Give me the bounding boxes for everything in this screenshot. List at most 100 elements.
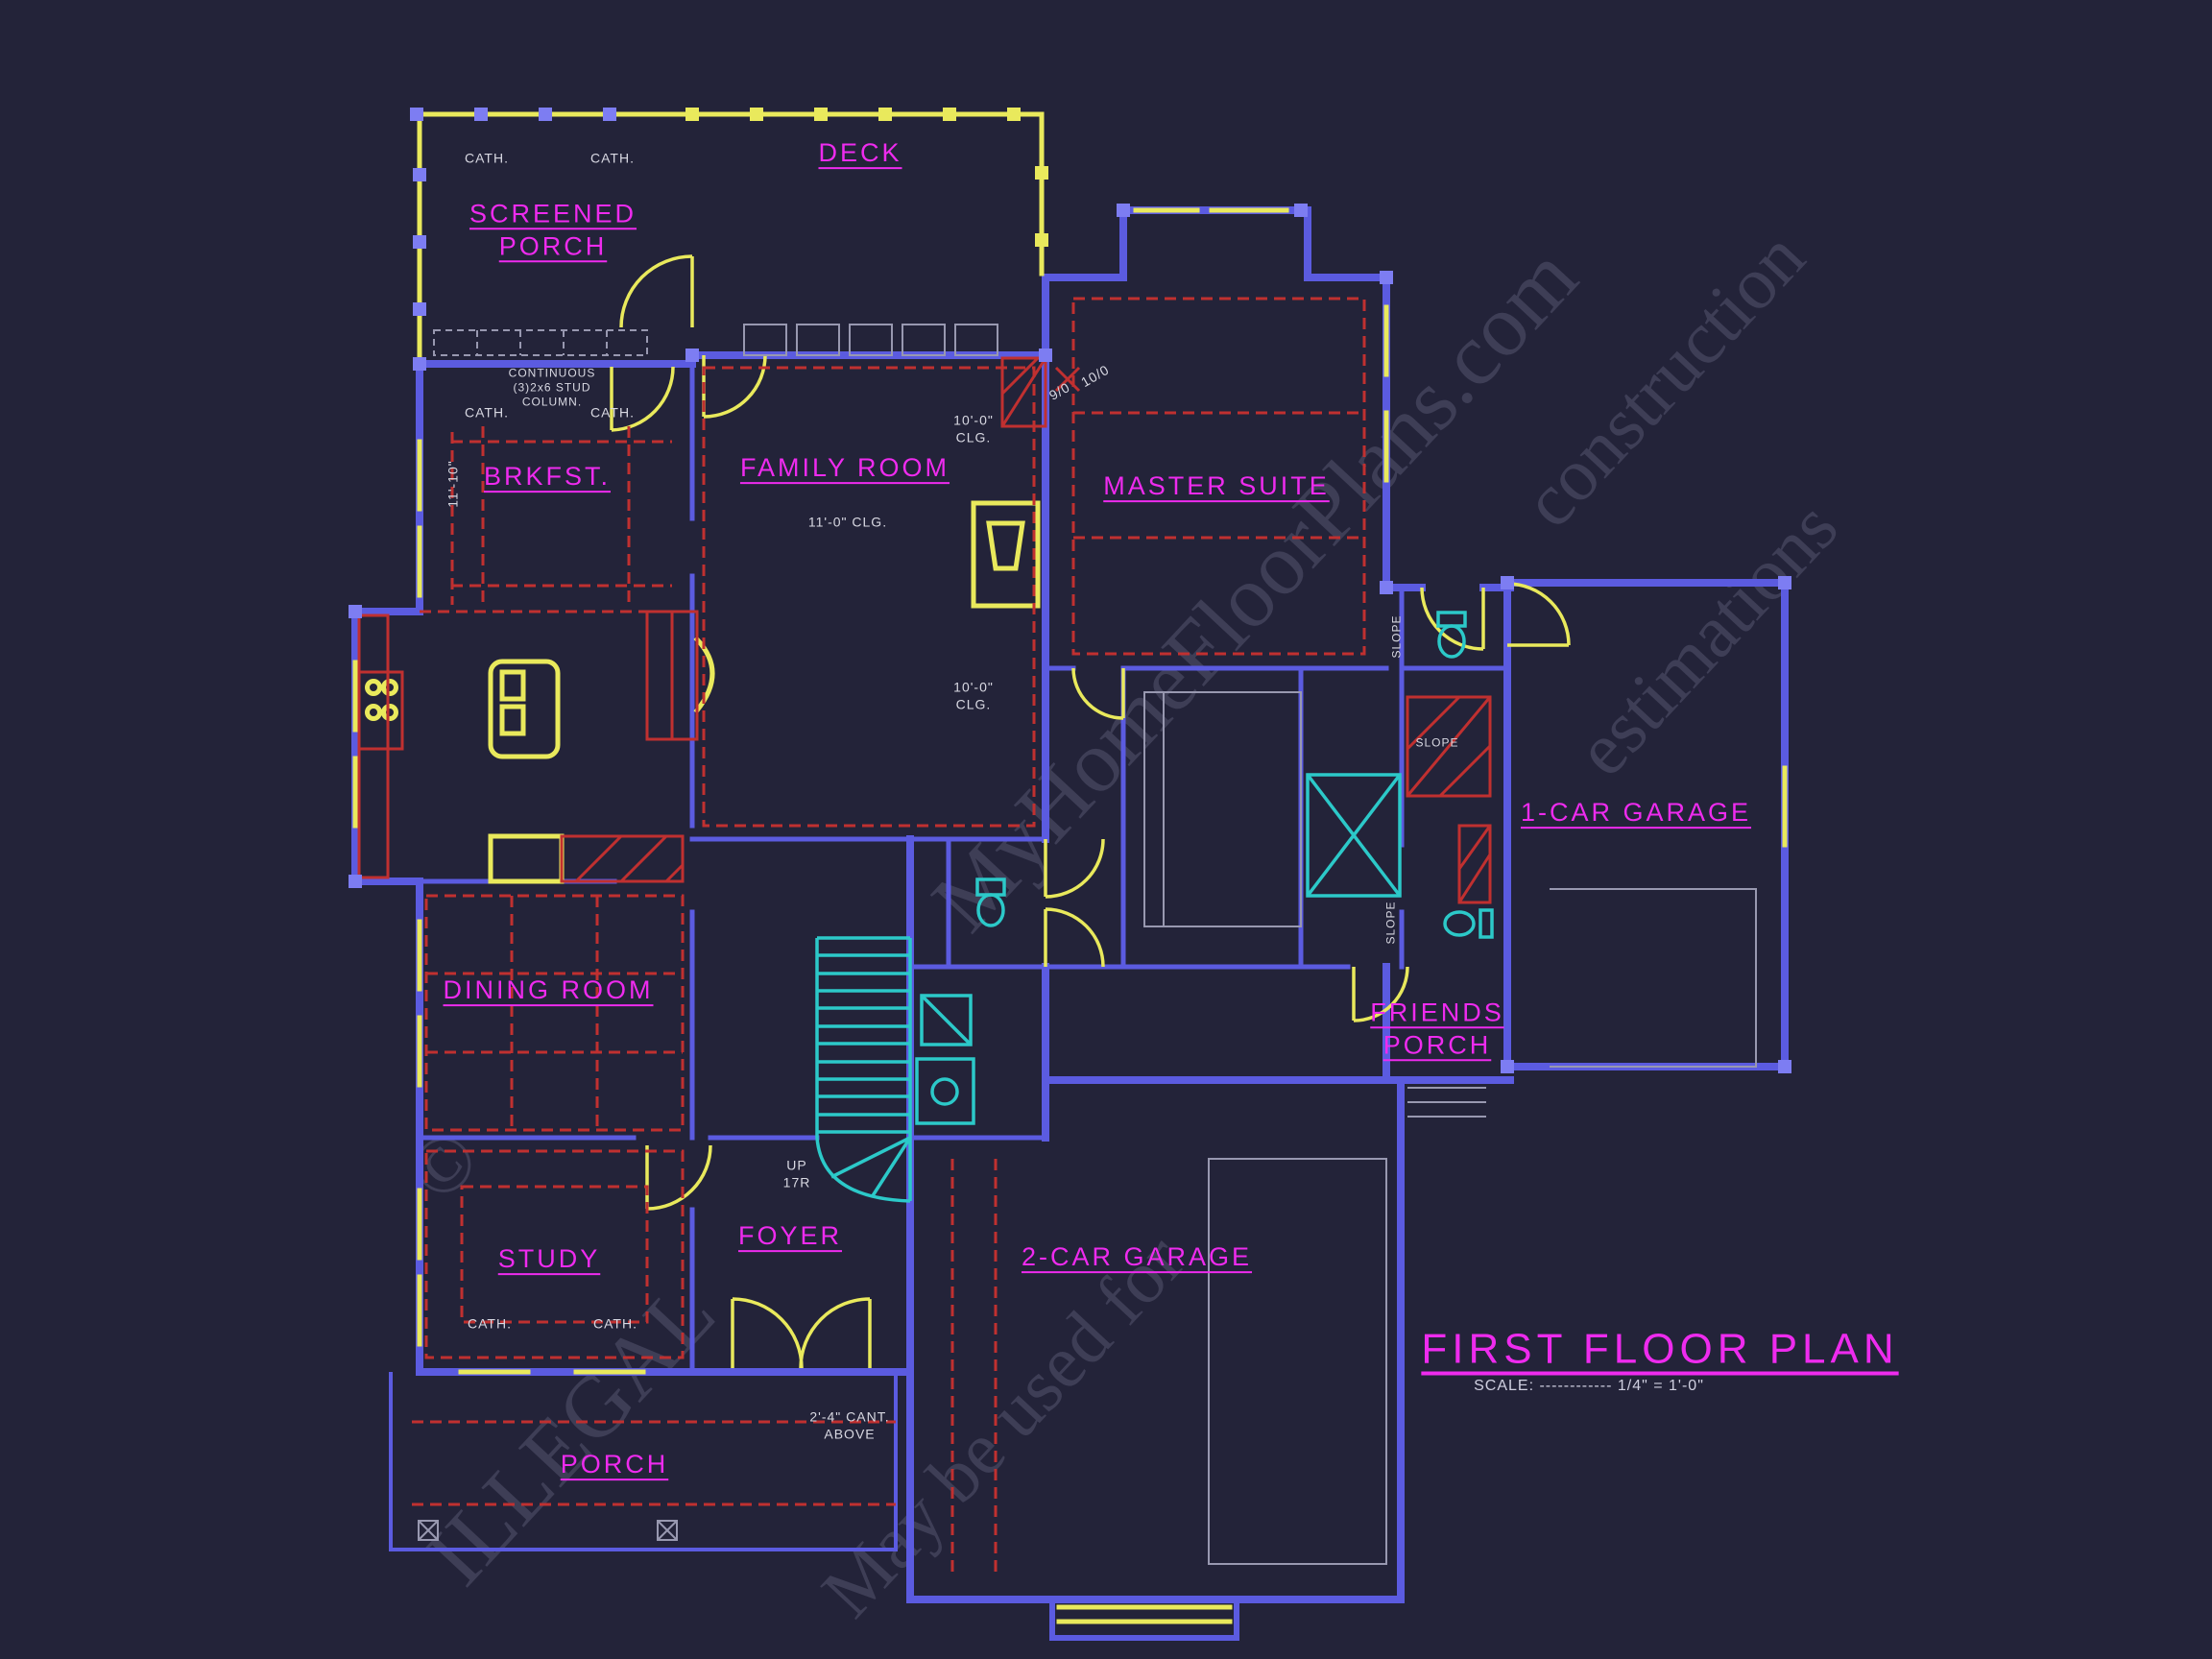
room-label-foyer: FOYER — [737, 1221, 843, 1251]
kitchen-island — [488, 659, 561, 759]
brkfst-ceiling-grid — [420, 426, 692, 613]
screened-porch-door-arc — [619, 254, 694, 328]
window-segments — [352, 207, 1788, 1375]
laundry-sink — [915, 1057, 975, 1125]
room-label-brkfst: BRKFST. — [483, 462, 612, 492]
room-label-dining-room: DINING ROOM — [443, 975, 654, 1005]
door-arcs-layer — [610, 254, 1571, 1369]
cath-note-6: CATH. — [593, 1315, 637, 1332]
room-label-deck: DECK — [818, 138, 902, 168]
garage-door-lines — [1056, 1604, 1233, 1624]
dimension-11-10: 11'-10" — [445, 460, 461, 508]
master-door-arc — [1071, 667, 1125, 720]
walls-interior — [417, 361, 1510, 1375]
room-label-two-car-garage: 2-CAR GARAGE — [1021, 1242, 1253, 1272]
slope-note-2: SLOPE — [1415, 735, 1459, 750]
deck-family-door-arc — [702, 354, 767, 419]
mud-garage-door-arc — [1420, 587, 1485, 651]
one-car-garage-entry-arc — [1506, 582, 1571, 647]
fireplace — [971, 500, 1041, 609]
staircase — [815, 936, 912, 1203]
cath-note-4: CATH. — [590, 404, 635, 421]
gray-details-layer — [418, 324, 1757, 1565]
cooktop-burner-3 — [365, 704, 382, 721]
master-tray-ceiling — [1071, 297, 1366, 656]
garage-overhead-lines — [950, 1159, 998, 1575]
washer — [920, 994, 973, 1046]
study-door-arc — [645, 1144, 712, 1211]
windows-layer — [352, 111, 1788, 1624]
room-label-friends-porch: FRIENDS PORCH — [1370, 998, 1504, 1059]
cath-note-5: CATH. — [468, 1315, 512, 1332]
room-label-study: STUDY — [497, 1244, 601, 1274]
porch-overhead-lines — [412, 1420, 896, 1506]
slope-note-1: SLOPE — [1389, 614, 1404, 659]
clg-note-upper: 10'-0" CLG. — [953, 412, 994, 445]
cooktop-burner-2 — [381, 679, 398, 696]
kitchen-cabinets — [357, 613, 390, 879]
porch-column-right — [657, 1520, 678, 1541]
brkfst-door-arc — [610, 366, 675, 432]
room-label-family-room: FAMILY ROOM — [739, 453, 950, 483]
stair-up-note: UP 17R — [782, 1157, 811, 1190]
island-sink-a — [499, 669, 526, 702]
powder-toilet — [976, 893, 1005, 927]
slope-note-3: SLOPE — [1383, 901, 1398, 945]
porch-column-left — [418, 1520, 439, 1541]
kitchen-counter — [488, 833, 565, 884]
red-details-layer — [357, 356, 1492, 904]
island-sink-b — [499, 704, 526, 736]
window-seat-3 — [849, 324, 893, 356]
cooktop-burner-4 — [381, 704, 398, 721]
room-label-porch: PORCH — [560, 1450, 669, 1479]
cooktop-burner-1 — [365, 679, 382, 696]
window-seat-2 — [796, 324, 840, 356]
master-wc-tank — [1436, 611, 1467, 628]
dining-coffered-ceiling — [424, 894, 685, 1132]
hall-toilet — [1443, 910, 1476, 937]
page-title: FIRST FLOOR PLAN — [1421, 1325, 1899, 1373]
family-room-ceiling — [702, 366, 1036, 828]
walkin-closet-shelves — [1143, 691, 1302, 927]
chimney-hatch — [1000, 356, 1047, 428]
porch-outline — [389, 1372, 898, 1551]
continuous-column-note: CONTINUOUS (3)2x6 STUD COLUMN. — [508, 366, 596, 409]
garage-parking-pad — [1208, 1158, 1387, 1565]
wall-posts — [349, 108, 1791, 1073]
cyan-fixtures-layer — [815, 611, 1494, 1203]
closet-hatch-b — [1457, 824, 1492, 904]
garage-door-recess — [1550, 888, 1757, 1068]
front-door-arcs — [731, 1297, 872, 1369]
hall-double-door-arcs — [1044, 838, 1105, 968]
friends-porch-door-arc — [1352, 966, 1409, 1022]
deck-posts — [685, 108, 1048, 247]
closet-hatch-a — [1406, 695, 1492, 798]
room-label-screened-porch: SCREENED PORCH — [469, 199, 637, 260]
master-shower — [1306, 773, 1402, 898]
red-dashed-layer — [412, 297, 1366, 1575]
cath-note-3: CATH. — [465, 404, 509, 421]
cooktop-box — [357, 670, 404, 751]
master-shower-x — [1306, 773, 1402, 898]
wall-garage-door-bump — [1049, 1597, 1239, 1641]
study-tray-ceiling — [424, 1149, 685, 1359]
clg-note-11: 11'-0" CLG. — [807, 514, 888, 530]
flue-x-mark — [1054, 366, 1081, 393]
hall-toilet-tank — [1479, 908, 1494, 939]
window-seat-5 — [954, 324, 998, 356]
room-label-one-car-garage: 1-CAR GARAGE — [1520, 798, 1752, 828]
window-seat-4 — [902, 324, 946, 356]
friends-porch-steps — [1407, 1087, 1486, 1118]
cantilever-note: 2'-4" CANT. ABOVE — [809, 1408, 890, 1442]
room-label-master-suite: MASTER SUITE — [1103, 471, 1330, 501]
wall-two-car-garage — [906, 835, 1514, 1603]
kitchen-island-2 — [645, 610, 699, 741]
laundry-sink-basin — [930, 1077, 959, 1106]
clg-note-lower: 10'-0" CLG. — [953, 679, 994, 712]
cath-note-2: CATH. — [590, 150, 635, 166]
washer-diagonal — [920, 994, 973, 1046]
cath-note-1: CATH. — [465, 150, 509, 166]
powder-toilet-tank — [975, 878, 1006, 897]
